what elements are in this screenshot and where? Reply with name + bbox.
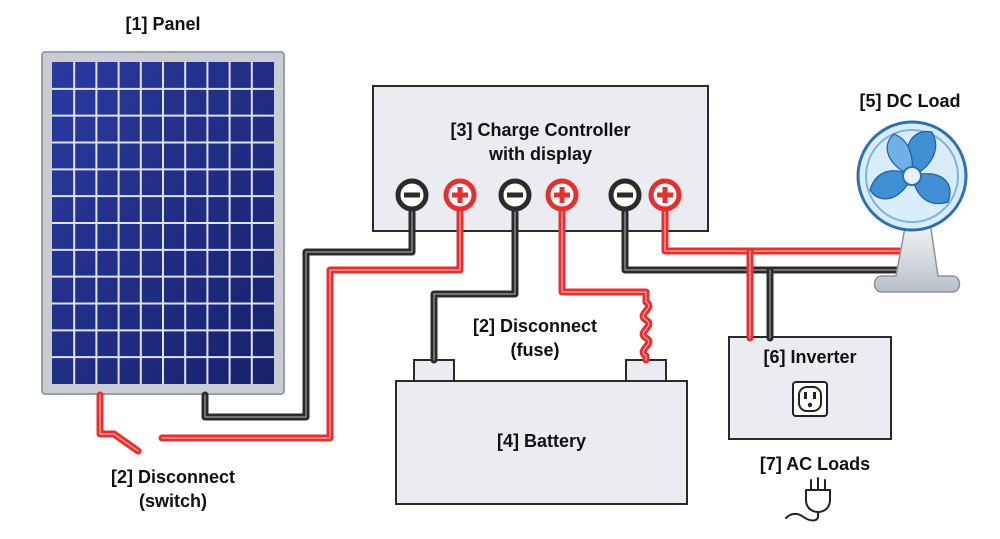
desk-fan-icon [856,120,968,293]
battery-label: [4] Battery [496,431,587,451]
positive-terminal-icon [443,178,477,212]
charge-controller-box [372,85,709,232]
panel-negative-wire [201,208,416,421]
positive-terminal-icon [648,178,682,212]
load-positive-wire [661,208,904,342]
solar-panel [41,51,285,395]
battery-positive-wire [558,208,653,364]
fuse-disconnect-label-line2: (fuse) [510,340,560,360]
panel-grid [52,62,274,384]
negative-terminal-icon [498,178,532,212]
inverter-label: [6] Inverter [763,347,857,367]
load-negative-wire [621,208,904,342]
fuse-disconnect-label-line1: [2] Disconnect [472,316,598,336]
positive-terminal-icon [545,178,579,212]
negative-terminal-icon [395,178,429,212]
negative-terminal-icon [608,178,642,212]
switch-disconnect-label-line1: [2] Disconnect [110,467,236,487]
charge-controller-label-line2: with display [488,144,593,164]
switch-disconnect-label-line2: (switch) [138,491,207,511]
power-outlet-icon [792,381,828,417]
power-plug-icon [785,477,831,522]
panel-positive-wire [96,208,464,455]
battery-negative-wire [430,208,519,364]
ac-loads-label: [7] AC Loads [759,454,871,474]
battery [395,359,688,505]
wiring [96,208,904,455]
panel-label: [1] Panel [125,14,201,34]
charge-controller-label-line1: [3] Charge Controller [450,120,631,140]
battery-body [395,380,688,505]
dc-load-label: [5] DC Load [859,91,961,111]
controller-terminals [395,178,682,212]
